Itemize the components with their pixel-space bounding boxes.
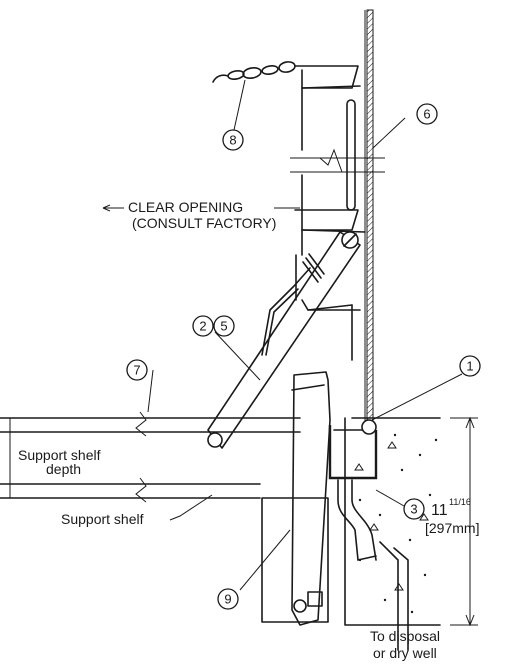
concrete-sill xyxy=(328,417,441,651)
support-depth-label: Support shelf xyxy=(18,447,101,463)
callout-5: 5 xyxy=(213,315,235,337)
svg-text:5: 5 xyxy=(220,319,227,334)
consult-factory-label: (CONSULT FACTORY) xyxy=(132,215,276,231)
height-dimension xyxy=(450,416,478,627)
support-shelf-label: Support shelf xyxy=(61,511,144,527)
callout-2: 2 xyxy=(192,315,214,337)
clear-opening-leader xyxy=(102,204,300,212)
svg-text:6: 6 xyxy=(423,107,430,122)
support-shelf xyxy=(0,369,301,521)
callout-1: 1 xyxy=(459,355,481,377)
svg-text:8: 8 xyxy=(229,133,236,148)
callout-7: 7 xyxy=(126,359,148,381)
callout-8: 8 xyxy=(222,129,244,151)
dimension-fraction: 11/16 xyxy=(449,497,471,507)
svg-text:9: 9 xyxy=(224,592,231,607)
trap-housing xyxy=(239,371,331,626)
svg-text:3: 3 xyxy=(410,502,417,517)
support-depth-label-2: depth xyxy=(46,461,81,477)
disposal-label: To disposal xyxy=(370,628,440,644)
clear-opening-label: CLEAR OPENING xyxy=(128,199,243,215)
chain xyxy=(212,61,296,131)
callout-leaders xyxy=(371,117,463,421)
svg-text:1: 1 xyxy=(466,359,473,374)
callout-3: 3 xyxy=(403,498,425,520)
dry-well-label: or dry well xyxy=(373,645,437,661)
dimension-main: 11 xyxy=(431,502,448,519)
actuating-arm xyxy=(207,231,361,449)
svg-text:7: 7 xyxy=(133,363,140,378)
svg-text:2: 2 xyxy=(199,319,206,334)
callout-9: 9 xyxy=(217,588,239,610)
dimension-metric: [297mm] xyxy=(425,520,479,536)
callout-6: 6 xyxy=(416,103,438,125)
break-lines xyxy=(290,148,385,173)
wall-panel xyxy=(364,9,374,431)
louver-frame xyxy=(294,65,366,361)
